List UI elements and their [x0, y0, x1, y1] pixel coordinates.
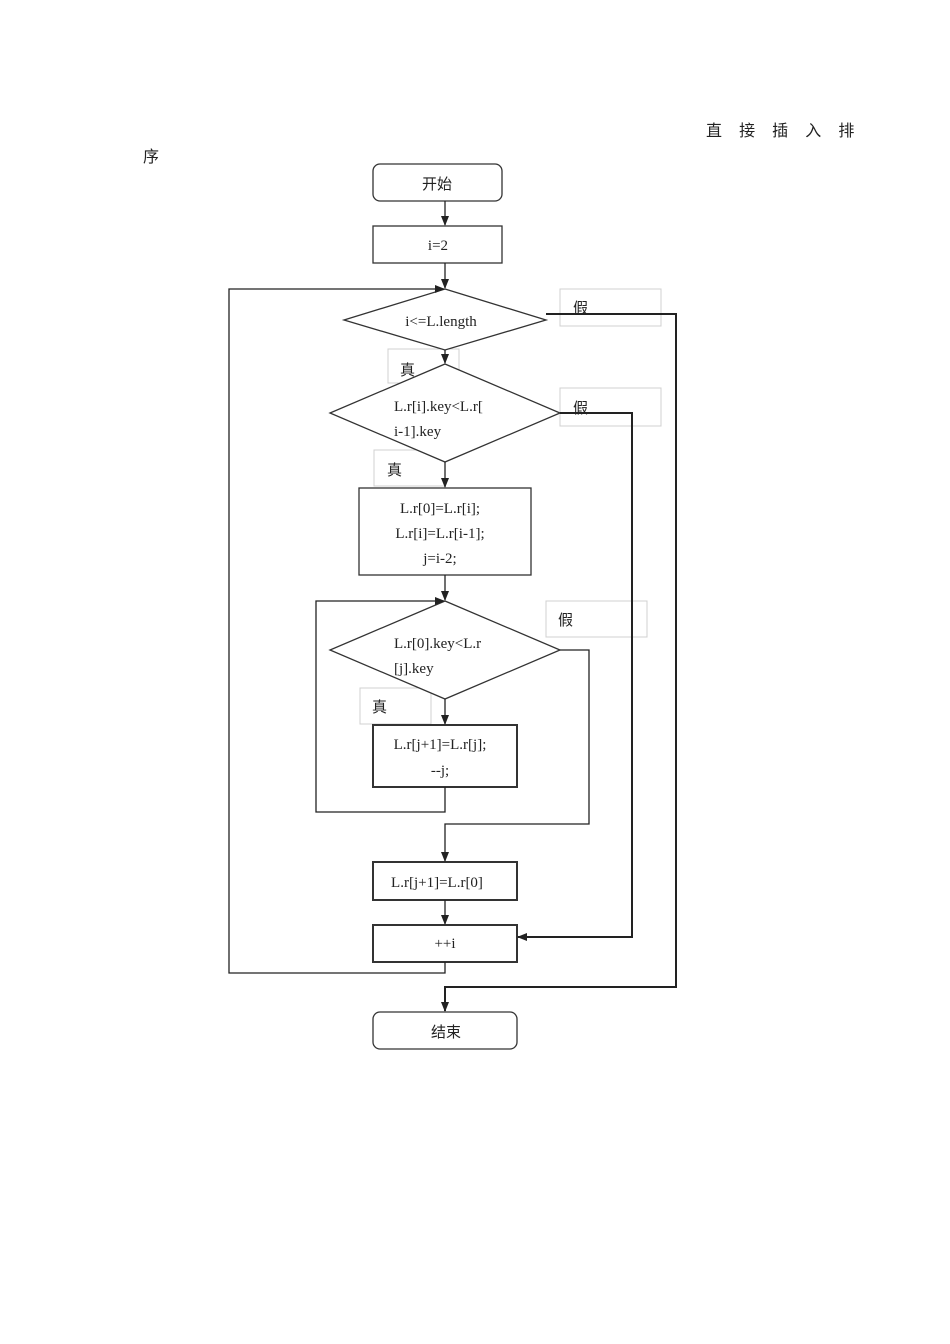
end-text: 结束 [431, 1023, 461, 1041]
arrow-key-false-to-incr [517, 412, 633, 941]
page-title-line2: 序 [143, 147, 160, 166]
label-true1: 真 [400, 361, 415, 379]
label-box-false2 [559, 387, 662, 427]
init-process [372, 225, 503, 264]
label-box-true3 [359, 687, 432, 725]
place-process [372, 861, 518, 901]
assign-text-3: j=i-2; [422, 551, 456, 567]
outer-cond-text: i<=L.length [405, 314, 477, 330]
key-cond-text-2: i-1].key [394, 424, 442, 440]
inner-cond-text-1: L.r[0].key<L.r [394, 636, 481, 652]
increment-process [372, 924, 518, 963]
start-text: 开始 [422, 175, 452, 193]
assign-text-1: L.r[0]=L.r[i]; [400, 501, 480, 517]
start-terminal [372, 163, 503, 202]
arrow-outer-false-to-end [441, 313, 677, 1012]
label-box-false1 [559, 288, 662, 327]
key-cond-text-1: L.r[i].key<L.r[ [394, 399, 483, 415]
inner-cond-text-2: [j].key [394, 661, 434, 677]
place-text: L.r[j+1]=L.r[0] [391, 875, 483, 891]
incr-text: ++i [434, 936, 455, 952]
init-text: i=2 [428, 238, 448, 254]
shift-text-2: --j; [431, 763, 449, 779]
assign-text-2: L.r[i]=L.r[i-1]; [395, 526, 484, 542]
arrow-inner-false-to-place [441, 649, 590, 862]
arrow-shift-loopback [315, 597, 446, 813]
label-false1: 假 [573, 299, 588, 317]
shift-process [372, 724, 518, 788]
arrow-incr-loopback [228, 285, 446, 974]
label-false3: 假 [558, 611, 573, 629]
end-terminal [372, 1011, 518, 1050]
shift-text-1: L.r[j+1]=L.r[j]; [394, 737, 487, 753]
label-box-false3 [545, 600, 648, 638]
page-title-line1: 直 接 插 入 排 [706, 121, 861, 140]
label-false2: 假 [573, 399, 588, 417]
label-true3: 真 [372, 698, 387, 716]
label-true2: 真 [387, 461, 402, 479]
